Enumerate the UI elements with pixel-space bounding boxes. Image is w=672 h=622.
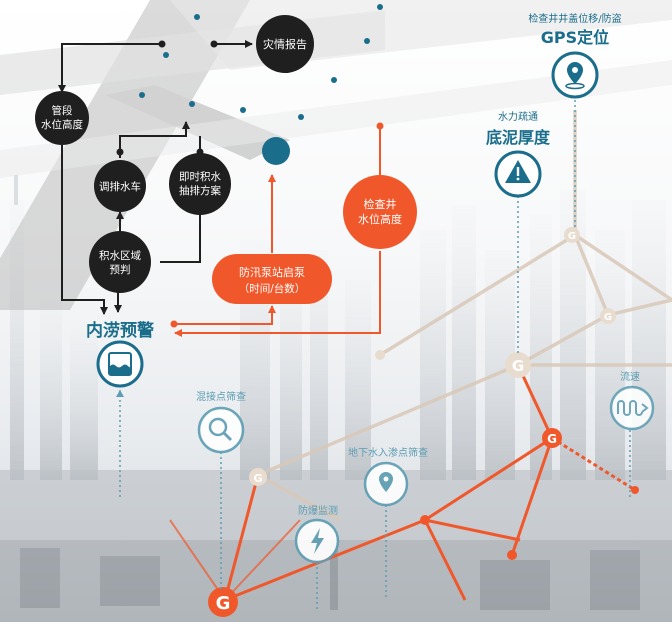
location-pin-icon[interactable] bbox=[363, 461, 409, 507]
node-pipe-level[interactable]: 管段 水位高度 bbox=[35, 91, 89, 145]
svg-text:积水区域: 积水区域 bbox=[99, 249, 141, 262]
city-skyline-background bbox=[0, 175, 672, 622]
node-pump-start[interactable]: 防汛泵站启泵 （时间/台数） bbox=[212, 254, 332, 304]
gps-caption: 检查井井盖位移/防盗 bbox=[528, 12, 621, 25]
g-node-orange-right: G bbox=[542, 428, 562, 448]
svg-text:即时积水: 即时积水 bbox=[179, 171, 221, 183]
g-node-large-bottom: G bbox=[208, 587, 238, 617]
lightning-icon[interactable] bbox=[294, 518, 340, 564]
orange-flow-dots bbox=[170, 122, 384, 328]
g-node-center: G bbox=[505, 352, 531, 378]
svg-text:管段: 管段 bbox=[52, 104, 73, 117]
g-node-mid-left: G bbox=[249, 468, 267, 486]
svg-text:G: G bbox=[547, 432, 557, 446]
explosion-caption: 防爆监测 bbox=[298, 504, 338, 517]
orange-junction-dots bbox=[420, 486, 639, 560]
joint-caption: 混接点筛查 bbox=[196, 390, 246, 403]
gps-title: GPS定位 bbox=[541, 28, 609, 47]
svg-text:水位高度: 水位高度 bbox=[41, 118, 83, 131]
sludge-title: 底泥厚度 bbox=[486, 128, 551, 147]
water-level-icon[interactable] bbox=[96, 340, 144, 388]
magnifier-icon[interactable] bbox=[197, 406, 245, 454]
node-well-level[interactable]: 检查井 水位高度 bbox=[343, 175, 417, 249]
svg-text:灾情报告: 灾情报告 bbox=[263, 37, 307, 51]
beige-node-dot bbox=[375, 350, 385, 360]
g-node-right: G bbox=[600, 308, 616, 324]
svg-text:（时间/台数）: （时间/台数） bbox=[239, 282, 306, 295]
g-node-upper-right: G bbox=[564, 227, 580, 243]
wave-arrow-icon[interactable] bbox=[609, 385, 655, 431]
flow-caption: 流速 bbox=[620, 370, 640, 383]
svg-text:调排水车: 调排水车 bbox=[99, 180, 141, 193]
svg-text:水位高度: 水位高度 bbox=[358, 212, 402, 226]
road-dots bbox=[139, 4, 383, 120]
svg-text:预判: 预判 bbox=[110, 264, 131, 276]
svg-text:G: G bbox=[216, 593, 231, 614]
flood-warning-label: 内涝预警 bbox=[86, 320, 154, 341]
node-instant-drain[interactable]: 即时积水 抽排方案 bbox=[169, 153, 231, 215]
node-dispatch-truck[interactable]: 调排水车 bbox=[94, 160, 146, 212]
teal-target-node bbox=[262, 137, 290, 165]
svg-text:G: G bbox=[604, 312, 612, 323]
node-area-judge[interactable]: 积水区域 预判 bbox=[89, 231, 151, 293]
sensor-dotted-lines bbox=[119, 95, 631, 610]
svg-text:G: G bbox=[568, 231, 576, 242]
svg-text:防汛泵站启泵: 防汛泵站启泵 bbox=[239, 265, 305, 279]
warning-icon-arrow bbox=[116, 390, 124, 397]
node-disaster-report[interactable]: 灾情报告 bbox=[256, 15, 314, 73]
map-pin-icon[interactable] bbox=[551, 51, 599, 99]
svg-text:检查井: 检查井 bbox=[364, 197, 397, 211]
dark-flow-connectors bbox=[58, 40, 253, 315]
svg-text:G: G bbox=[253, 472, 262, 485]
orange-flow-connectors bbox=[174, 128, 381, 337]
svg-text:G: G bbox=[512, 357, 524, 375]
sludge-caption: 水力疏通 bbox=[498, 110, 538, 123]
infiltration-caption: 地下水入渗点筛查 bbox=[348, 446, 428, 459]
warning-icon[interactable] bbox=[494, 150, 542, 198]
svg-text:抽排方案: 抽排方案 bbox=[179, 184, 221, 197]
